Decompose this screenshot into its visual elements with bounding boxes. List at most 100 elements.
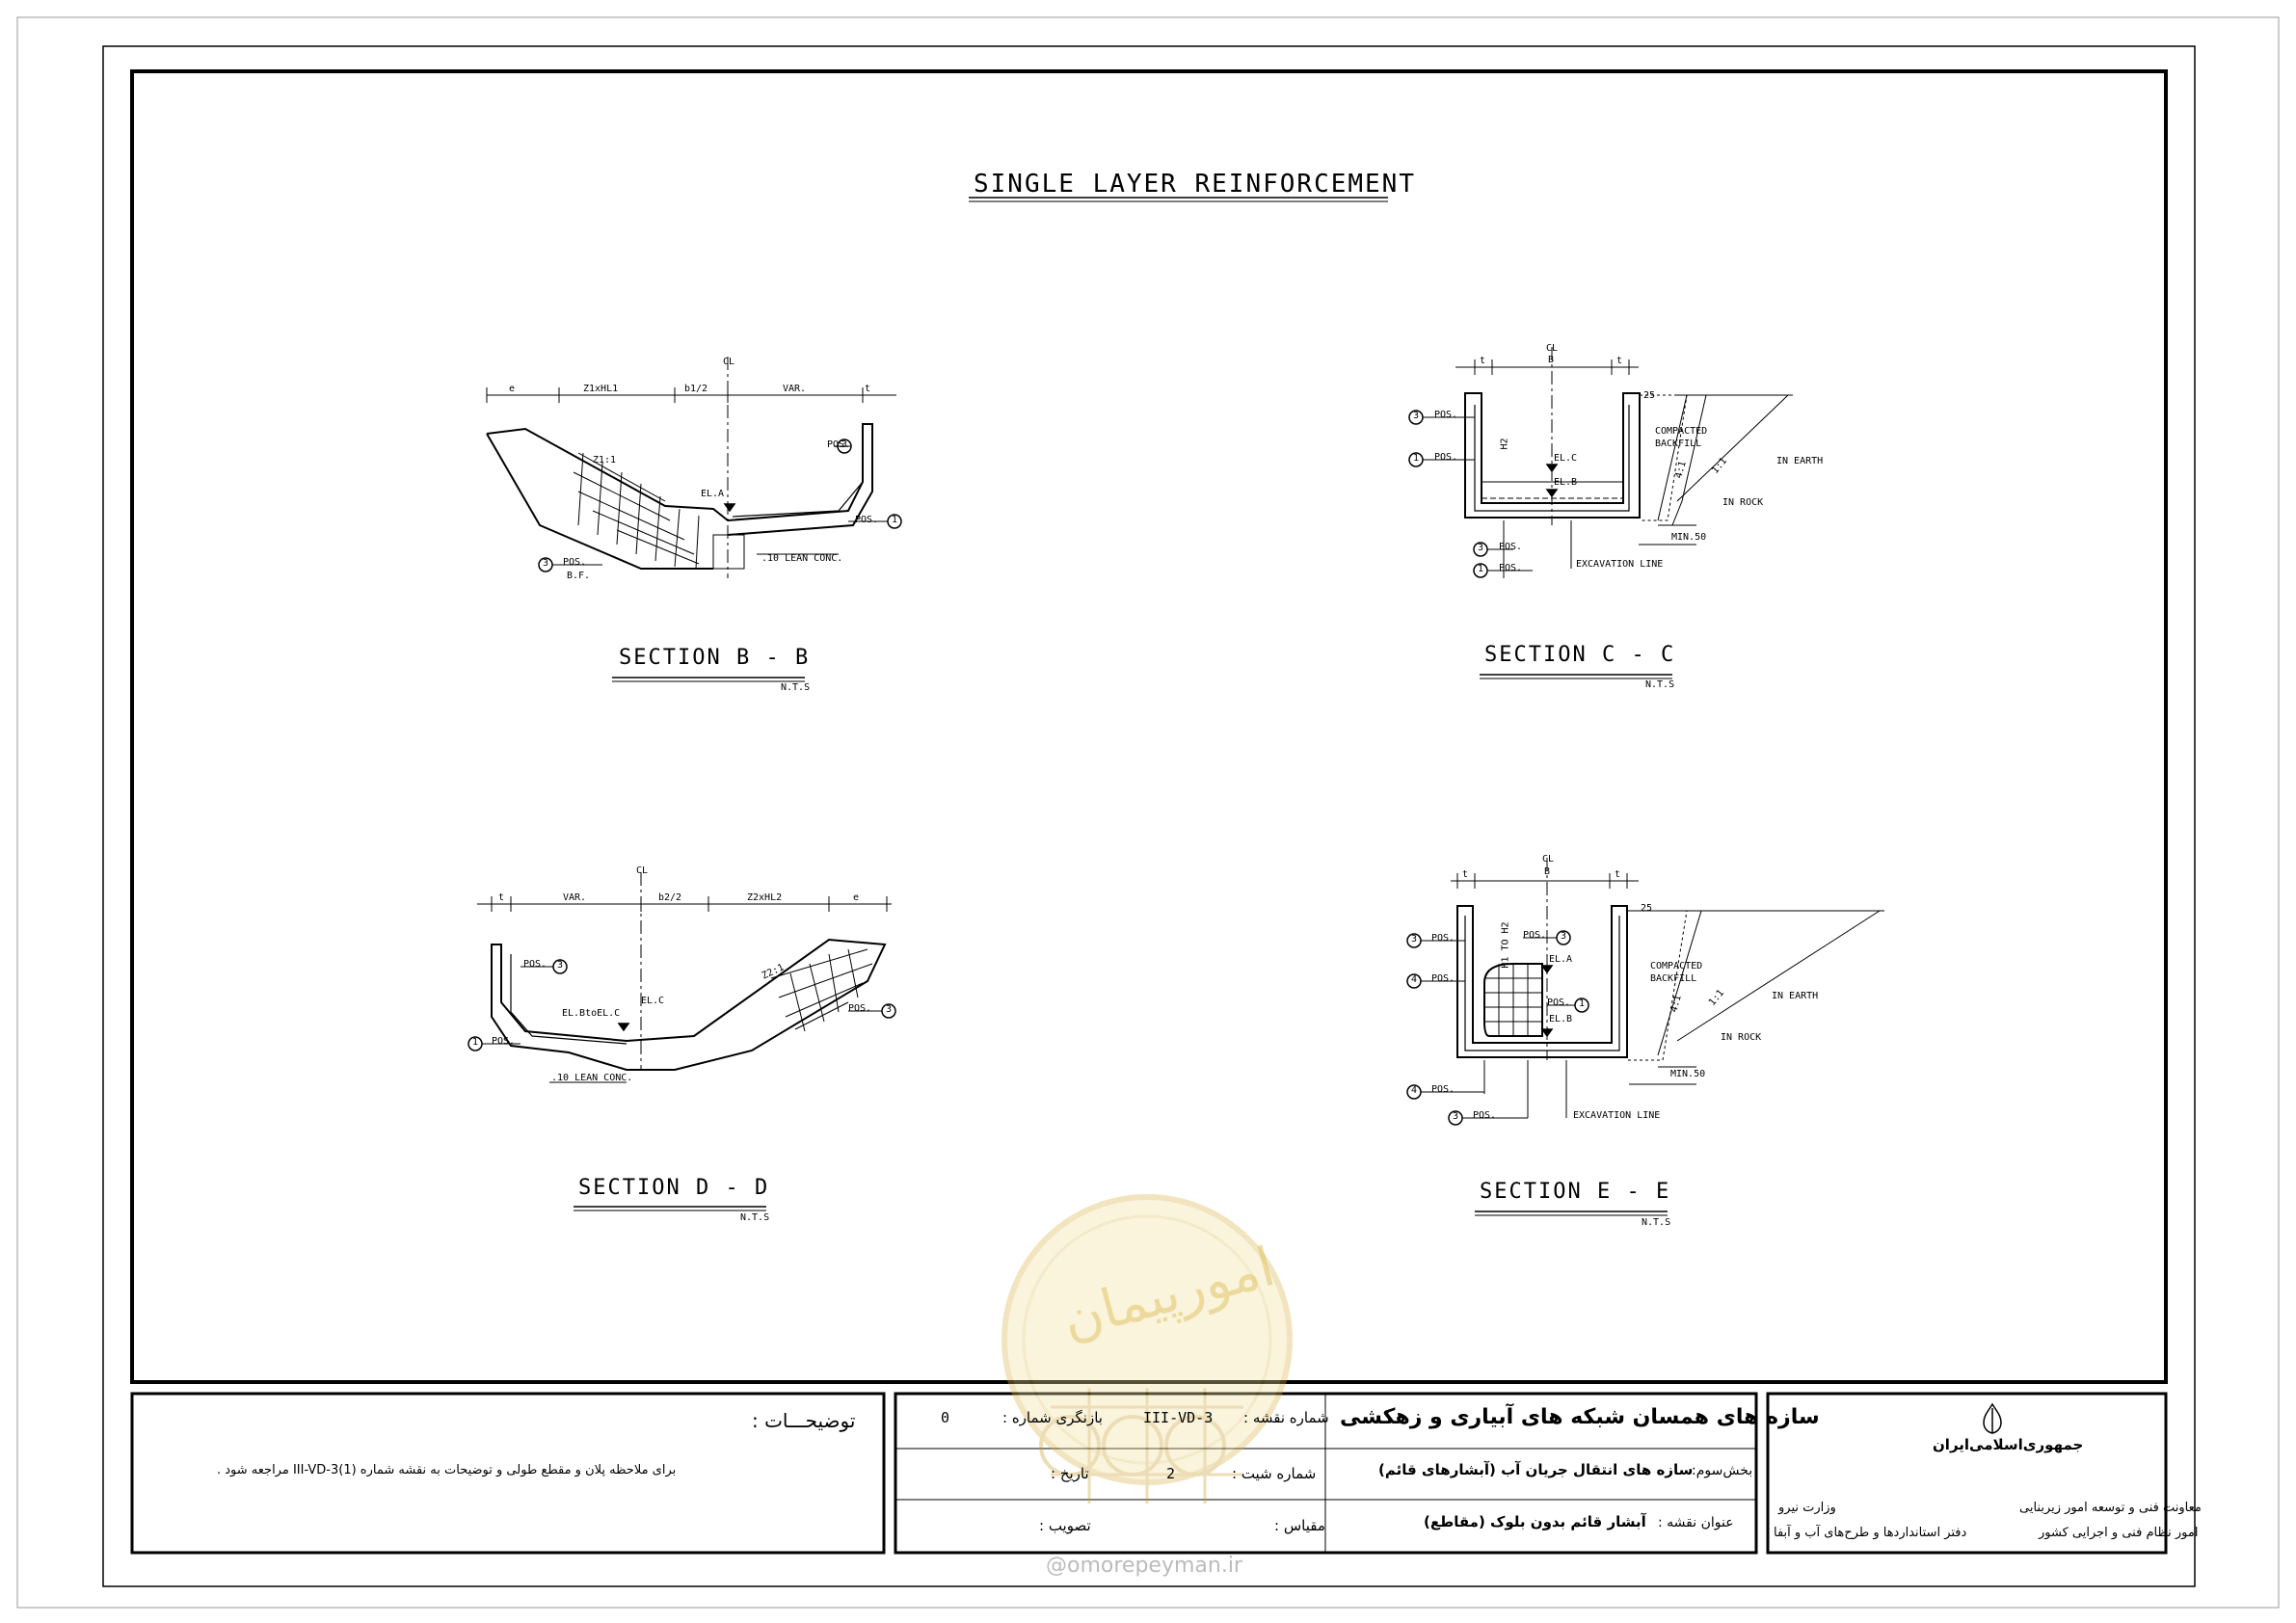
backfill-abbrev: B.F. (567, 571, 591, 581)
callout-1-num: 1 (1413, 453, 1420, 464)
backfill-label: BACKFILL (1650, 973, 1697, 984)
pos-label: POS. (1547, 998, 1571, 1008)
dept-name: دفتر استانداردها و طرح‌های آب و آبفا (1774, 1526, 1967, 1540)
pos-label: POS. (827, 439, 851, 450)
section-cc-title: SECTION C - C (1484, 643, 1676, 667)
elevation-b: EL.B (1549, 1014, 1573, 1024)
lean-concrete: .10 LEAN CONC. (551, 1073, 633, 1083)
callout-3-num: 3 (841, 439, 848, 450)
drawing-no-value: III-VD-3 (1143, 1409, 1214, 1426)
approval-label: تصویب : (1039, 1517, 1091, 1534)
project-title: سازه های همسان شبکه های آبیاری و زهکشی (1340, 1405, 1820, 1429)
dim-b: B (1548, 355, 1555, 365)
slope-label: Z1:1 (593, 455, 617, 466)
height-h1-to-h2: H1 TO H2 (1500, 921, 1511, 969)
section-dd-drawing (467, 872, 896, 1083)
section-cc-scale: N.T.S (1645, 679, 1675, 690)
section-dd-title: SECTION D - D (578, 1176, 770, 1200)
pos-label: POS. (855, 515, 879, 525)
centerline-mark: CL (1542, 854, 1555, 865)
dim-var: VAR. (563, 892, 587, 903)
min-50: MIN.50 (1671, 532, 1707, 543)
office-name: امور نظام فنی و اجرایی کشور (2039, 1526, 2199, 1540)
centerline-mark: CL (636, 865, 649, 876)
drawing-title-label: عنوان نقشه : (1658, 1515, 1734, 1530)
dim-25: 25 (1641, 903, 1653, 914)
pos-label: POS. (1499, 542, 1523, 552)
elevation-a: EL.A (1549, 954, 1573, 965)
drawing-title-value: آبشار قائم بدون بلوک (مقاطع) (1424, 1513, 1646, 1530)
callout-3-num: 3 (1478, 543, 1484, 553)
callout-3-num: 3 (543, 558, 549, 569)
min-50: MIN.50 (1670, 1069, 1706, 1079)
dim-b1-half: b1/2 (684, 384, 708, 394)
pos-label: POS. (1431, 973, 1455, 984)
pos-label: POS. (848, 1003, 872, 1014)
callout-3-num: 3 (886, 1004, 893, 1015)
dim-e: e (509, 384, 516, 394)
callout-3-num: 3 (1411, 934, 1418, 945)
elevation-b: EL.B (1554, 477, 1578, 488)
pos-label: POS. (1431, 1084, 1455, 1095)
section-bb-drawing (486, 357, 902, 578)
pos-label: POS. (523, 959, 547, 970)
lean-concrete: .10 LEAN CONC. (761, 553, 843, 564)
callout-4-num: 4 (1411, 974, 1418, 985)
backfill-label: BACKFILL (1655, 439, 1702, 449)
callout-3-num: 3 (1413, 411, 1420, 421)
watermark-logo (1001, 1194, 1293, 1503)
drawing-border (130, 69, 2168, 1384)
dim-25: 25 (1643, 390, 1656, 401)
date-label: تاریخ : (1051, 1465, 1089, 1482)
section-dd-scale: N.T.S (740, 1212, 770, 1223)
callout-1-num: 1 (892, 515, 898, 525)
dim-e: e (853, 892, 860, 903)
watermark-site: @omorepeyman.ir (1046, 1554, 1242, 1578)
height-h2: H2 (1499, 438, 1510, 450)
pos-label: POS. (1431, 933, 1455, 944)
part-label: بخش‌سوم: (1692, 1463, 1753, 1478)
scale-label: مقیاس : (1274, 1517, 1325, 1534)
callout-1-num: 1 (1579, 998, 1586, 1009)
elevation-c: EL.C (641, 996, 665, 1006)
dim-b2-half: b2/2 (658, 892, 682, 903)
outer-border (16, 16, 2280, 1609)
callout-3-num: 3 (557, 960, 564, 971)
callout-3-num: 3 (1561, 931, 1567, 942)
section-ee-drawing (1406, 858, 1884, 1126)
in-earth-label: IN EARTH (1772, 991, 1819, 1001)
sheet-no-label: شماره شیت : (1232, 1465, 1317, 1482)
dim-z1hl1: Z1xHL1 (583, 384, 619, 394)
compacted-label: COMPACTED (1650, 961, 1703, 971)
drawing-no-label: شماره نقشه : (1243, 1409, 1329, 1426)
section-cc-drawing (1408, 347, 1793, 578)
dim-var: VAR. (783, 384, 807, 394)
section-ee-title: SECTION E - E (1480, 1180, 1671, 1204)
pos-label: POS. (1499, 563, 1523, 573)
in-earth-label: IN EARTH (1776, 456, 1824, 466)
elevation-a: EL.A (701, 489, 725, 499)
dim-b: B (1544, 866, 1551, 877)
dim-t: t (1480, 356, 1486, 366)
centerline-mark: CL (723, 357, 735, 367)
callout-1-num: 1 (1478, 564, 1484, 574)
section-bb-title: SECTION B - B (619, 646, 811, 670)
section-ee-scale: N.T.S (1642, 1217, 1671, 1228)
notes-box (130, 1392, 886, 1555)
dim-z2hl2: Z2xHL2 (747, 892, 783, 903)
in-rock-label: IN ROCK (1721, 1032, 1762, 1043)
notes-title: توضیحـــات : (752, 1409, 856, 1432)
frame-border (102, 45, 2196, 1587)
iran-emblem-icon (1983, 1402, 2002, 1434)
pos-label: POS. (492, 1036, 516, 1047)
callout-3-num: 3 (1453, 1111, 1459, 1122)
ministry-name: وزارت نیرو (1778, 1501, 1836, 1515)
deputy-name: معاونت فنی و توسعه امور زیربنایی (2019, 1501, 2202, 1515)
callout-4-num: 4 (1411, 1085, 1418, 1096)
pos-label: POS. (563, 557, 587, 568)
country-name: جمهوری‌اسلامی‌ایران (1933, 1436, 2084, 1453)
pos-label: POS. (1434, 410, 1458, 420)
sheet-no-value: 2 (1166, 1465, 1176, 1482)
in-rock-label: IN ROCK (1722, 497, 1764, 508)
